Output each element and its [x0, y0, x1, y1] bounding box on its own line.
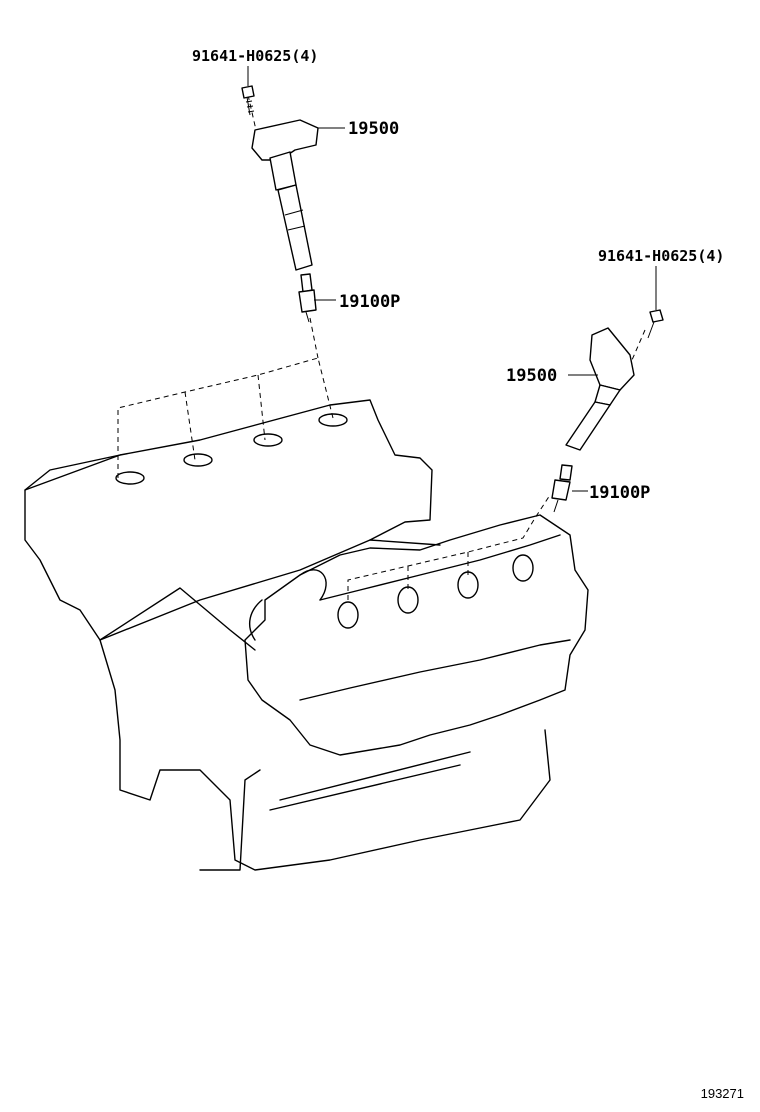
upper-spark-plug-part	[298, 273, 317, 323]
plug-lower-part-number: 19100P	[589, 483, 650, 503]
bolt-lower-part-number: 91641-H0625(4)	[598, 247, 724, 265]
lower-ignition-coil-part	[565, 327, 635, 451]
coil-upper-part-number: 19500	[348, 119, 399, 139]
bolt-upper-part-number: 91641-H0625(4)	[192, 47, 318, 65]
upper-ignition-coil-part	[251, 119, 319, 271]
plug-upper-part-number: 19100P	[339, 292, 400, 312]
engine-block-outline	[24, 399, 589, 871]
upper-bolt-part	[241, 85, 255, 116]
lower-spark-plug-part	[551, 464, 573, 513]
assembly-leader-lines	[117, 94, 646, 600]
lower-bolt-part	[647, 309, 664, 339]
coil-lower-part-number: 19500	[506, 366, 557, 386]
callout-leaders	[247, 66, 657, 492]
figure-number: 193271	[701, 1086, 744, 1101]
spark-plug-holes	[115, 413, 534, 629]
